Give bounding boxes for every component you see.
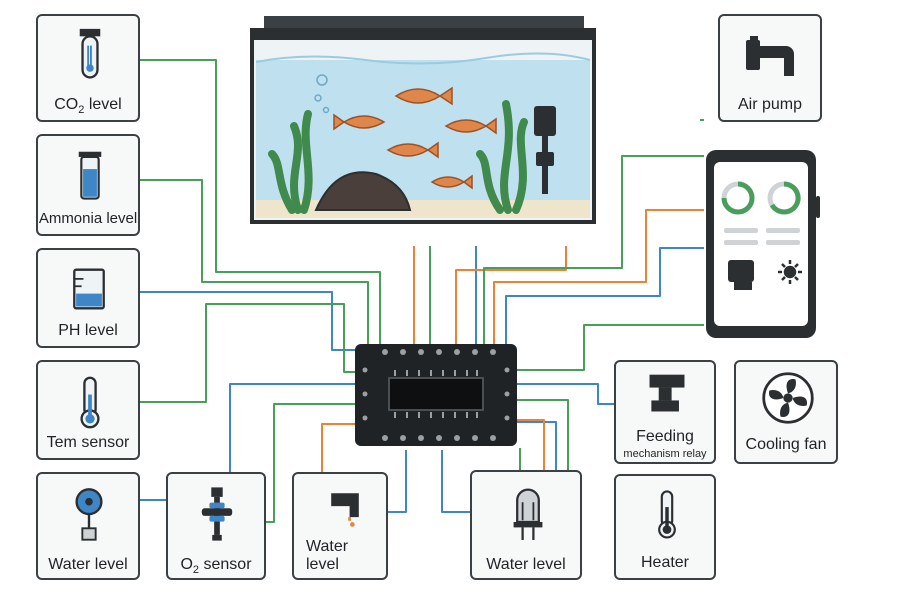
sensor-o2-card[interactable]: O2 sensor [166, 472, 266, 580]
aquarium-tank [250, 16, 596, 224]
test-tube-icon [79, 28, 101, 79]
sensor-co2-card[interactable]: CO2 level [36, 14, 140, 122]
water-level-bulb-label: Water level [486, 556, 566, 573]
wire-feeding [517, 383, 615, 405]
actuator-feeding-card[interactable]: Feeding mechanism relay [614, 360, 716, 464]
wire-tank-4 [455, 246, 567, 345]
o2-label: O2 sensor [180, 556, 252, 577]
microcontroller-board [355, 344, 517, 446]
relay-icon [649, 374, 685, 412]
ph-label: PH level [58, 322, 118, 339]
wire-o2 [262, 403, 355, 523]
wire-bulb [441, 450, 474, 513]
actuator-heater-card[interactable]: Heater [614, 474, 716, 580]
sensor-temp-card[interactable]: Tem sensor [36, 360, 140, 460]
temp-label: Tem sensor [46, 434, 130, 451]
plant-right [476, 100, 528, 214]
feeding-label: Feeding [636, 428, 694, 445]
plant-left [268, 110, 313, 214]
wire-phone-2 [493, 209, 704, 345]
sensor-water-level-left-card[interactable]: Water level [36, 472, 140, 580]
heater-label: Heater [640, 554, 690, 571]
faucet-icon [331, 493, 359, 527]
actuator-water-level-bulb-card[interactable]: Water level [470, 470, 582, 580]
fan-icon [762, 372, 814, 424]
wire-extra-green [517, 399, 569, 470]
beaker-icon [78, 151, 102, 200]
thermometer-icon [80, 376, 100, 429]
fish-group [333, 86, 497, 190]
feeding-sublabel: mechanism relay [623, 448, 707, 460]
water-level-valve-label-2: level [306, 556, 339, 573]
wire-ammonia [140, 179, 369, 345]
rock [314, 171, 412, 211]
beaker-icon [73, 268, 105, 310]
tank-lid [264, 16, 584, 28]
actuator-air-pump-card[interactable]: Air pump [718, 14, 822, 122]
wire-ph [140, 291, 355, 351]
actuator-cooling-fan-card[interactable]: Cooling fan [734, 360, 838, 464]
wire-phone-4 [517, 324, 704, 371]
co2-label: CO2 level [54, 96, 122, 117]
ammonia-label: Ammonia level [38, 210, 138, 227]
water-level-left-label: Water level [48, 556, 128, 573]
air-pump-label: Air pump [737, 96, 803, 113]
ir-led-icon [513, 488, 543, 540]
sensor-ph-card[interactable]: PH level [36, 248, 140, 348]
sensor-ammonia-card[interactable]: Ammonia level [36, 134, 140, 236]
wire-co2 [140, 59, 381, 345]
chip [388, 377, 484, 411]
faucet-icon [746, 36, 794, 76]
wire-phone-3 [505, 247, 704, 345]
wire-valve-2 [388, 450, 407, 513]
tank-filter [534, 106, 556, 194]
wire-temp [140, 303, 355, 403]
smartphone-app [706, 150, 820, 338]
actuator-water-level-valve-card[interactable]: Water level [292, 472, 388, 580]
cooling-fan-label: Cooling fan [745, 436, 827, 453]
bubbles [314, 74, 330, 114]
tank-rim [250, 28, 596, 38]
probe-icon [201, 487, 233, 541]
float-sensor-icon [75, 488, 103, 541]
wire-phone-1 [483, 155, 704, 345]
wire-valve [321, 423, 355, 472]
wire-heater-2 [517, 419, 545, 470]
thermometer-icon [658, 490, 676, 539]
water-level-valve-label-1: Water [306, 538, 349, 555]
